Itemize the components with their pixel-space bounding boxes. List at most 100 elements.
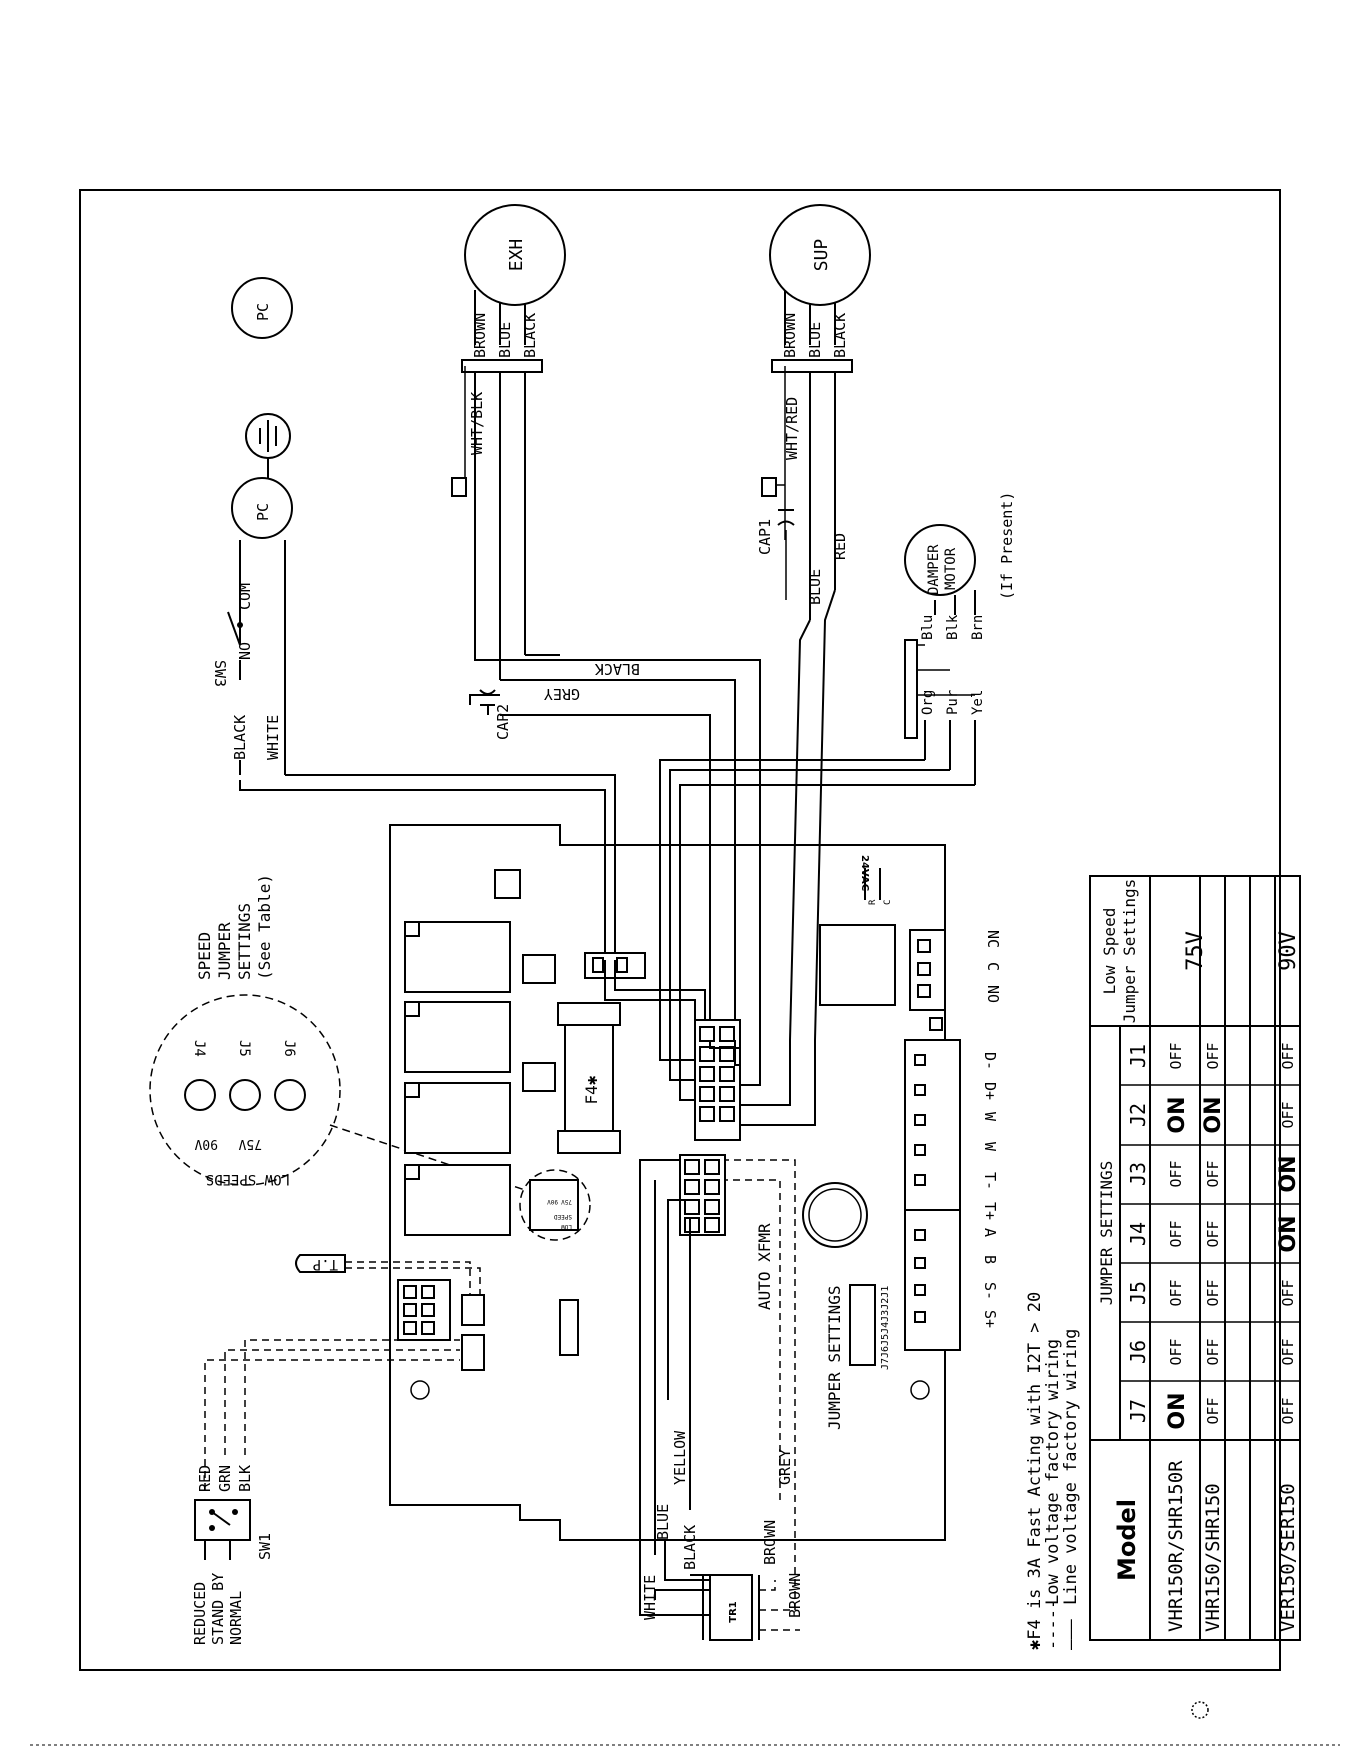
- note-line-1: ✱F4 is 3A Fast Acting with I2T > 20: [1025, 1292, 1045, 1650]
- mains-black-label: BLACK: [231, 715, 249, 760]
- speed-pin-j6: J6: [281, 1040, 297, 1057]
- jumper-settings-board-label: JUMPER SETTINGS: [825, 1286, 844, 1431]
- supply-motor: SUP BROWN BLUE BLACK WHT/RED: [761, 204, 871, 620]
- speed-jumper-line-2: JUMPER: [215, 922, 234, 980]
- damper-label-1: DAMPER: [926, 544, 942, 595]
- sup-label: SUP: [811, 239, 832, 272]
- table-row-1-j4: OFF: [1167, 1220, 1185, 1247]
- terminal-screws: [914, 1054, 926, 1323]
- low-speed-small-1: LOW: [561, 1223, 572, 1230]
- speed-jumper-line-3: SETTINGS: [235, 903, 254, 980]
- note-line-2-dash: -----: [1043, 1599, 1063, 1650]
- table-row-3-model: VER150/SER150: [1277, 1483, 1299, 1632]
- tr1-wire-grey: GREY: [776, 1449, 794, 1485]
- table-model-header: Model: [1113, 1499, 1141, 1581]
- jumper-pins-label: J7J6J5J4J3J2J1: [880, 1286, 891, 1370]
- cap2-label: CAP2: [494, 704, 512, 740]
- sw1-pos-normal: NORMAL: [227, 1591, 245, 1645]
- sw1-label: SW1: [256, 1533, 274, 1560]
- table-col-j4: J4: [1126, 1222, 1150, 1246]
- exhaust-motor: EXH BROWN BLUE BLACK WHT/BLK: [451, 204, 566, 680]
- table-col-j2: J2: [1126, 1103, 1150, 1127]
- sup-wire-1: BROWN: [781, 313, 799, 358]
- switch-sw1: SW1 REDUCED STAND BY NORMAL RED GRN BLK: [191, 1261, 481, 1645]
- term-w2: W: [981, 1142, 999, 1152]
- table-row-3-j2: OFF: [1279, 1101, 1297, 1128]
- diagram-frame: [79, 189, 1281, 1671]
- table-low-speed-75: 75V: [1183, 931, 1208, 971]
- table-row-2-j1: OFF: [1204, 1042, 1222, 1069]
- exh-wire-3: BLACK: [521, 313, 539, 358]
- term-d-minus: D-: [981, 1052, 999, 1070]
- term-s-plus: S+: [981, 1310, 999, 1328]
- power-plug: PC PC: [231, 277, 293, 539]
- cap2-black-label: BLACK: [595, 660, 640, 678]
- cap2-grey-label: GREY: [544, 685, 580, 703]
- sw1-wire-grn: GRN: [216, 1465, 234, 1492]
- vac-c: C: [883, 900, 893, 905]
- table-row-1-j2: ON: [1165, 1096, 1190, 1133]
- table-low-speed-header-2: Jumper Settings: [1120, 879, 1139, 1024]
- damper-left-3: Yel: [970, 690, 986, 715]
- table-row-2-j4: OFF: [1204, 1220, 1222, 1247]
- speed-pin-j4: J4: [191, 1040, 207, 1057]
- term-a: A: [981, 1228, 999, 1237]
- corner-logo-icon: [1191, 1701, 1209, 1719]
- exh-neutral-label: WHT/BLK: [468, 392, 486, 455]
- table-row-2-model: VHR150/SHR150: [1202, 1483, 1224, 1632]
- low-speed-small-2: SPEED: [554, 1213, 572, 1220]
- relay-label-nc: NC: [984, 930, 1002, 948]
- table-row-1-j3: OFF: [1167, 1160, 1185, 1187]
- table-row-1-j7: ON: [1165, 1392, 1190, 1429]
- speed-jumper-line-1: SPEED: [195, 932, 214, 980]
- notes: ✱F4 is 3A Fast Acting with I2T > 20 ----…: [1025, 1292, 1081, 1650]
- table-col-j6: J6: [1126, 1340, 1150, 1364]
- sup-neutral-label: WHT/RED: [783, 397, 801, 460]
- low-speeds-label: LOW SPEEDS: [206, 1171, 290, 1187]
- speed-pin-j5: J5: [236, 1040, 252, 1057]
- table-row-1-model: VHR150R/SHR150R: [1165, 1460, 1187, 1632]
- table-row-1-j5: OFF: [1167, 1279, 1185, 1306]
- cap1-label: CAP1: [756, 519, 774, 555]
- term-d-plus: D+: [981, 1082, 999, 1100]
- term-b: B: [981, 1255, 999, 1264]
- exh-label: EXH: [506, 239, 527, 272]
- connector-pins-a: [699, 1026, 735, 1122]
- small-volt-90: 90V: [547, 1198, 558, 1205]
- table-row-1-j1: OFF: [1167, 1042, 1185, 1069]
- speed-volt-90: 90V: [194, 1136, 218, 1151]
- table-low-speed-90: 90V: [1276, 931, 1301, 971]
- control-board: F4✱ AUTO XFMR JUMPER SETTINGS J7J6J5J4J3…: [295, 824, 1002, 1541]
- exh-wire-2: BLUE: [496, 322, 514, 358]
- transformer-tr1: TR1 WHITE BLUE BLACK YELLOW BROWN GREY B…: [639, 1159, 804, 1641]
- fuse-label: F4✱: [582, 1075, 601, 1104]
- table-row-2-j2: ON: [1201, 1096, 1226, 1133]
- damper-left-2: Pur: [945, 690, 961, 715]
- term-s-minus: S-: [981, 1282, 999, 1300]
- cap1-red-label: RED: [831, 533, 849, 560]
- sup-wire-3: BLACK: [831, 313, 849, 358]
- cap2: CAP2 GREY BLACK: [469, 650, 761, 1040]
- speed-jumper-callout: J4 J5 J6 90V 75V LOW SPEEDS SPEED JUMPER…: [149, 874, 526, 1191]
- sw3-label: SW3: [211, 660, 229, 687]
- damper-right-3: Brn: [970, 615, 986, 640]
- damper-note: (If Present): [998, 492, 1016, 600]
- vac-r: R: [868, 899, 878, 905]
- auto-xfmr-label: AUTO XFMR: [755, 1223, 774, 1310]
- tr1-wire-black: BLACK: [681, 1525, 699, 1570]
- exh-wire-1: BROWN: [471, 313, 489, 358]
- note-line-3: Line voltage factory wiring: [1061, 1329, 1081, 1605]
- sup-wire-2: BLUE: [806, 322, 824, 358]
- term-t-plus: T+: [981, 1202, 999, 1220]
- tr1-label: TR1: [728, 1601, 739, 1623]
- term-w1: W: [981, 1112, 999, 1122]
- cap1-blue-label: BLUE: [806, 569, 824, 605]
- tr1-wire-blue: BLUE: [654, 1504, 672, 1540]
- sw1-wire-blk: BLK: [236, 1465, 254, 1492]
- sw3-com: COM: [236, 583, 254, 610]
- table-col-j3: J3: [1126, 1162, 1150, 1186]
- damper-left-1: Org: [920, 690, 936, 715]
- connector-pins-b: [684, 1159, 720, 1233]
- term-t-minus: T-: [981, 1172, 999, 1190]
